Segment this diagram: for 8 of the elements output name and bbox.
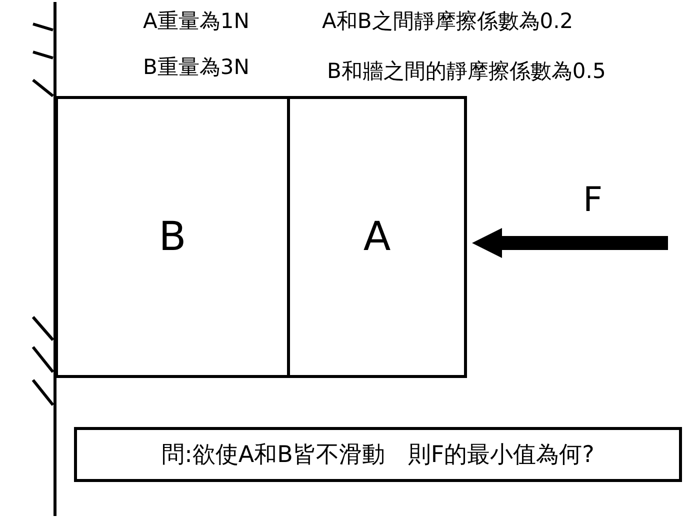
block-b: B [55,96,290,378]
friction-note: A和B之間靜摩擦係數為0.2 [322,8,574,34]
question-box: 問:欲使A和B皆不滑動 則F的最小值為何? [74,427,682,482]
friction-note: B和牆之間的靜摩擦係數為0.5 [327,58,606,84]
force-label: F [583,180,603,220]
block-a: A [287,96,467,378]
weight-note: A重量為1N [143,8,250,34]
weight-note: B重量為3N [143,54,250,80]
